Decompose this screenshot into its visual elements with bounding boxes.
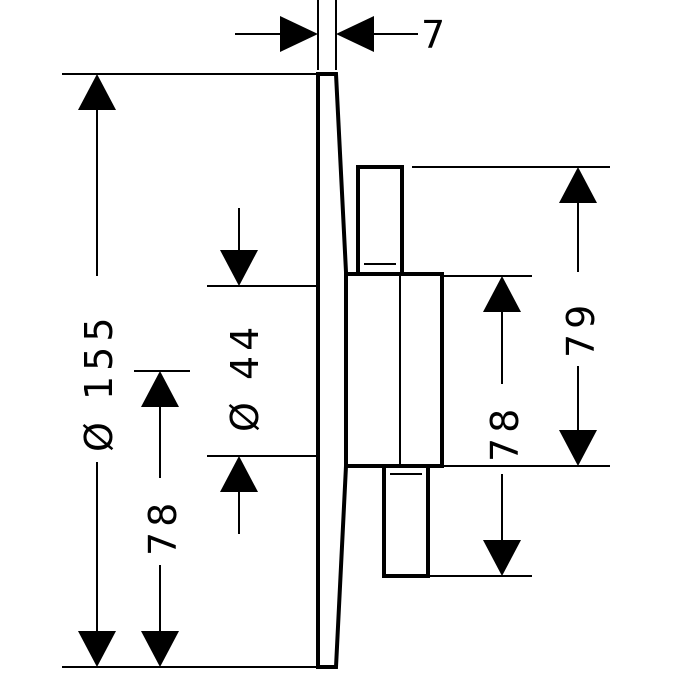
total-depth-dimension: 79 (412, 166, 610, 467)
arrow-right-icon (280, 16, 318, 52)
arrow-down-icon (220, 250, 258, 286)
arrow-down-icon (559, 430, 597, 466)
plate-diameter-label: Ø 155 (77, 312, 121, 452)
cover-plate (316, 72, 348, 669)
arrow-up-icon (220, 456, 258, 492)
body-diameter-label: Ø 44 (223, 322, 267, 432)
center-height-right-label: 78 (483, 404, 527, 462)
arrow-down-icon (483, 540, 521, 576)
valve-body (344, 272, 444, 468)
arrow-up-icon (559, 167, 597, 203)
arrow-down-icon (141, 631, 179, 667)
arrow-down-icon (78, 631, 116, 667)
arrow-up-icon (141, 371, 179, 407)
plate-thickness-label: 7 (421, 13, 450, 57)
total-depth-label: 79 (559, 300, 603, 358)
center-height-right-dimension: 78 (428, 275, 532, 577)
arrow-left-icon (336, 16, 374, 52)
arrow-up-icon (483, 276, 521, 312)
lower-stem (382, 464, 430, 578)
center-height-left-label: 78 (141, 498, 185, 556)
center-height-left-dimension: 78 (134, 370, 190, 667)
plate-thickness-dimension: 7 (235, 0, 450, 70)
arrow-up-icon (78, 74, 116, 110)
body-diameter-dimension: Ø 44 (207, 208, 318, 534)
plate-diameter-dimension: Ø 155 (62, 73, 318, 668)
upper-stem (356, 165, 404, 276)
